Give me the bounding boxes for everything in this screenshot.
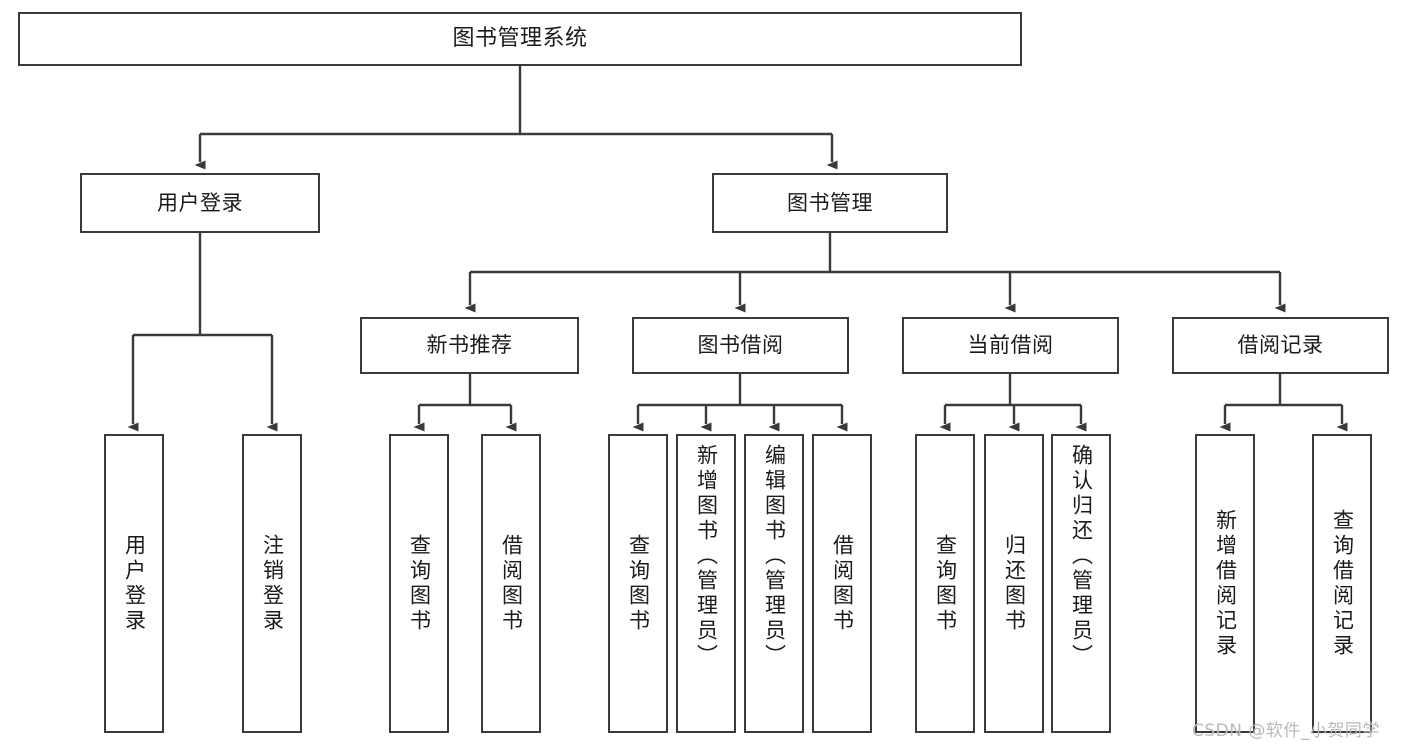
- leaf-borrow-add-book-admin[interactable]: 新增图书（管理员）: [676, 434, 736, 733]
- node-label: 图书管理: [787, 190, 873, 215]
- node-label: 确认归还（管理员）: [1069, 444, 1094, 669]
- leaf-current-confirm-return-admin[interactable]: 确认归还（管理员）: [1051, 434, 1111, 733]
- node-book-management[interactable]: 图书管理: [712, 173, 948, 233]
- node-label: 借阅图书: [499, 533, 524, 634]
- node-borrow-record[interactable]: 借阅记录: [1172, 317, 1389, 374]
- leaf-borrow-edit-book-admin[interactable]: 编辑图书（管理员）: [744, 434, 804, 733]
- node-label: 图书借阅: [697, 333, 784, 358]
- node-user-login[interactable]: 用户登录: [80, 173, 320, 233]
- node-label: 用户登录: [157, 190, 243, 215]
- leaf-record-add-record[interactable]: 新增借阅记录: [1195, 434, 1255, 733]
- leaf-current-return-book[interactable]: 归还图书: [984, 434, 1044, 733]
- node-label: 借阅图书: [830, 533, 855, 634]
- node-label: 借阅记录: [1237, 333, 1324, 358]
- node-label: 新书推荐: [426, 333, 513, 358]
- watermark-text: CSDN @软件_小贺同学: [1192, 721, 1380, 741]
- node-label: 归还图书: [1002, 533, 1027, 634]
- node-label: 查询图书: [933, 533, 958, 634]
- node-label: 查询图书: [626, 533, 651, 634]
- node-label: 新增借阅记录: [1213, 508, 1238, 659]
- node-new-book-recommend[interactable]: 新书推荐: [360, 317, 579, 374]
- node-label: 查询图书: [407, 533, 432, 634]
- node-label: 图书管理系统: [452, 26, 588, 52]
- node-label: 用户登录: [122, 533, 147, 634]
- node-label: 新增图书（管理员）: [694, 444, 719, 669]
- leaf-user-login-logout[interactable]: 注销登录: [242, 434, 302, 733]
- node-label: 注销登录: [260, 533, 285, 634]
- leaf-record-query-record[interactable]: 查询借阅记录: [1312, 434, 1372, 733]
- node-label: 当前借阅: [967, 333, 1054, 358]
- leaf-borrow-query-book[interactable]: 查询图书: [608, 434, 668, 733]
- leaf-recommend-query-book[interactable]: 查询图书: [389, 434, 449, 733]
- leaf-user-login-login[interactable]: 用户登录: [104, 434, 164, 733]
- node-label: 查询借阅记录: [1330, 508, 1355, 659]
- leaf-recommend-borrow-book[interactable]: 借阅图书: [481, 434, 541, 733]
- leaf-borrow-borrow-book[interactable]: 借阅图书: [812, 434, 872, 733]
- node-book-borrow[interactable]: 图书借阅: [632, 317, 849, 374]
- node-current-borrow[interactable]: 当前借阅: [902, 317, 1119, 374]
- node-label: 编辑图书（管理员）: [762, 444, 787, 669]
- leaf-current-query-book[interactable]: 查询图书: [915, 434, 975, 733]
- node-root-book-management-system[interactable]: 图书管理系统: [18, 12, 1022, 66]
